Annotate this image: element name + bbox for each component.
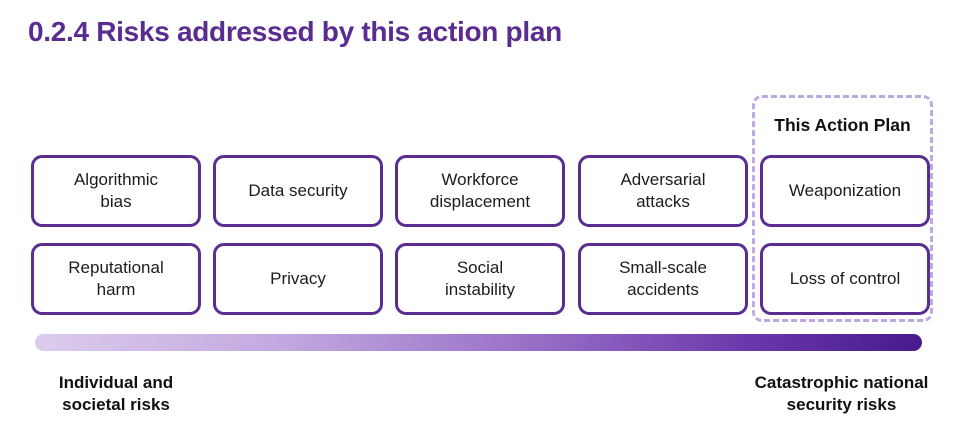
risk-label-line: Algorithmic bbox=[73, 169, 159, 189]
spectrum-left-label: Individual and societal risks bbox=[36, 372, 196, 416]
risk-box-small-scale-accidents: Small-scale accidents bbox=[578, 243, 748, 315]
page-title: 0.2.4 Risks addressed by this action pla… bbox=[28, 16, 562, 47]
risk-box-social-instability: Social instability bbox=[395, 243, 565, 315]
risk-box-privacy: Privacy bbox=[213, 243, 383, 315]
action-plan-outline: This Action Plan bbox=[752, 95, 933, 322]
risk-label-line: attacks bbox=[636, 192, 690, 211]
risk-spectrum-gradient-bar bbox=[35, 334, 922, 351]
risk-label-line: harm bbox=[96, 280, 136, 299]
spectrum-right-label: Catastrophic national security risks bbox=[744, 372, 939, 416]
action-plan-label: This Action Plan bbox=[774, 115, 911, 135]
label-line: security risks bbox=[786, 395, 897, 415]
risk-label-line: Loss of control bbox=[789, 268, 901, 288]
risk-label-line: Small-scale bbox=[619, 257, 707, 277]
risk-box-algorithmic-bias: Algorithmic bias bbox=[31, 155, 201, 227]
risk-label-line: Reputational bbox=[68, 257, 164, 277]
risk-label-line: Privacy bbox=[270, 268, 326, 288]
label-line: societal risks bbox=[62, 395, 170, 415]
risk-label-line: displacement bbox=[429, 192, 531, 211]
risk-label-line: instability bbox=[445, 280, 515, 299]
risk-label-line: Data security bbox=[248, 180, 348, 200]
risk-label-line: Social bbox=[456, 257, 504, 277]
risk-label-line: accidents bbox=[627, 280, 699, 299]
label-line: Catastrophic national bbox=[754, 373, 929, 392]
risk-box-reputational-harm: Reputational harm bbox=[31, 243, 201, 315]
risk-box-loss-of-control: Loss of control bbox=[760, 243, 930, 315]
risk-label-line: bias bbox=[100, 192, 132, 211]
risk-box-adversarial-attacks: Adversarial attacks bbox=[578, 155, 748, 227]
risk-label-line: Adversarial bbox=[620, 169, 706, 189]
label-line: Individual and bbox=[58, 373, 174, 392]
risk-box-weaponization: Weaponization bbox=[760, 155, 930, 227]
risk-box-data-security: Data security bbox=[213, 155, 383, 227]
risk-label-line: Weaponization bbox=[788, 180, 902, 200]
risk-box-workforce-displacement: Workforce displacement bbox=[395, 155, 565, 227]
risk-label-line: Workforce bbox=[441, 169, 519, 189]
